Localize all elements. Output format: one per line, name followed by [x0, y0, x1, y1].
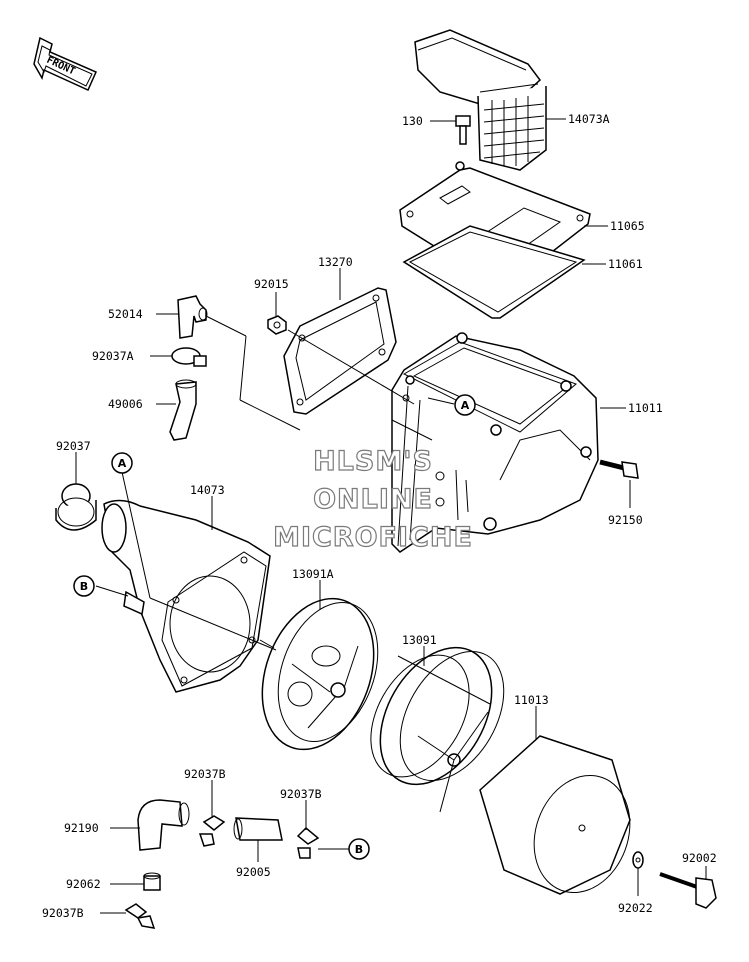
watermark-line-2: ONLINE — [313, 484, 433, 515]
leader-lines — [75, 118, 707, 914]
nut-92015 — [267, 315, 287, 335]
pipe-49006 — [169, 379, 197, 441]
part-label-11065: 11065 — [610, 219, 645, 233]
hose-92190 — [137, 799, 190, 851]
cage-13091 — [370, 646, 505, 813]
part-label-13091A: 13091A — [292, 567, 334, 581]
clamp-92037 — [55, 483, 97, 531]
part-label-92002: 92002 — [682, 851, 717, 865]
part-label-92037B: 92037B — [184, 767, 226, 781]
part-label-14073A: 14073A — [568, 112, 610, 126]
callout-a-label: A — [461, 399, 470, 412]
bolt-130 — [455, 115, 471, 145]
clamp-92037B-lower — [124, 903, 156, 929]
part-label-92037B: 92037B — [42, 906, 84, 920]
washer-92022 — [632, 851, 644, 869]
filter-11013 — [479, 735, 631, 895]
part-label-49006: 49006 — [108, 397, 143, 411]
part-label-13091: 13091 — [402, 633, 437, 647]
callout-b-label: B — [355, 843, 363, 856]
watermark-line-3: MICROFICHE — [273, 522, 473, 553]
bolt-92002 — [659, 872, 717, 909]
callout-a-box: A — [454, 394, 476, 416]
clamp-92037B-middle — [296, 826, 320, 859]
bolt-92150 — [599, 459, 639, 479]
part-label-92005: 92005 — [236, 865, 271, 879]
callout-a-duct: A — [111, 452, 133, 474]
watermark: HLSM'S ONLINE MICROFICHE — [272, 445, 473, 553]
cap-14073A — [414, 29, 547, 171]
clamp-92037B-upper — [198, 815, 226, 847]
part-label-92015: 92015 — [254, 277, 289, 291]
part-label-92037A: 92037A — [92, 349, 134, 363]
part-label-92022: 92022 — [618, 901, 653, 915]
plug-92062 — [143, 872, 161, 891]
gasket-13270 — [283, 287, 397, 415]
part-label-13270: 13270 — [318, 255, 353, 269]
part-label-92037B: 92037B — [280, 787, 322, 801]
part-label-14073: 14073 — [190, 483, 225, 497]
part-label-11013: 11013 — [514, 693, 549, 707]
part-labels: 130 14073A 11065 11061 13270 92015 52014… — [42, 112, 717, 920]
clamp-92037A — [171, 347, 207, 367]
callout-b-clamp: B — [348, 838, 370, 860]
callout-b-duct: B — [73, 575, 95, 597]
airbox-11011 — [391, 332, 599, 553]
cover-13091A — [259, 597, 379, 751]
front-arrow-icon: FRONT — [33, 36, 97, 91]
callout-a-label: A — [118, 457, 127, 470]
part-label-11061: 11061 — [608, 257, 643, 271]
duct-14073 — [101, 499, 271, 693]
gasket-11061 — [402, 225, 586, 319]
part-label-92037: 92037 — [56, 439, 91, 453]
part-label-92062: 92062 — [66, 877, 101, 891]
callout-b-label: B — [80, 580, 88, 593]
part-label-130: 130 — [402, 114, 423, 128]
part-label-92190: 92190 — [64, 821, 99, 835]
pipe-92005 — [233, 817, 283, 841]
part-label-52014: 52014 — [108, 307, 143, 321]
pipe-52014 — [177, 295, 208, 339]
part-label-92150: 92150 — [608, 513, 643, 527]
part-label-11011: 11011 — [628, 401, 663, 415]
watermark-line-1: HLSM'S — [313, 446, 433, 477]
